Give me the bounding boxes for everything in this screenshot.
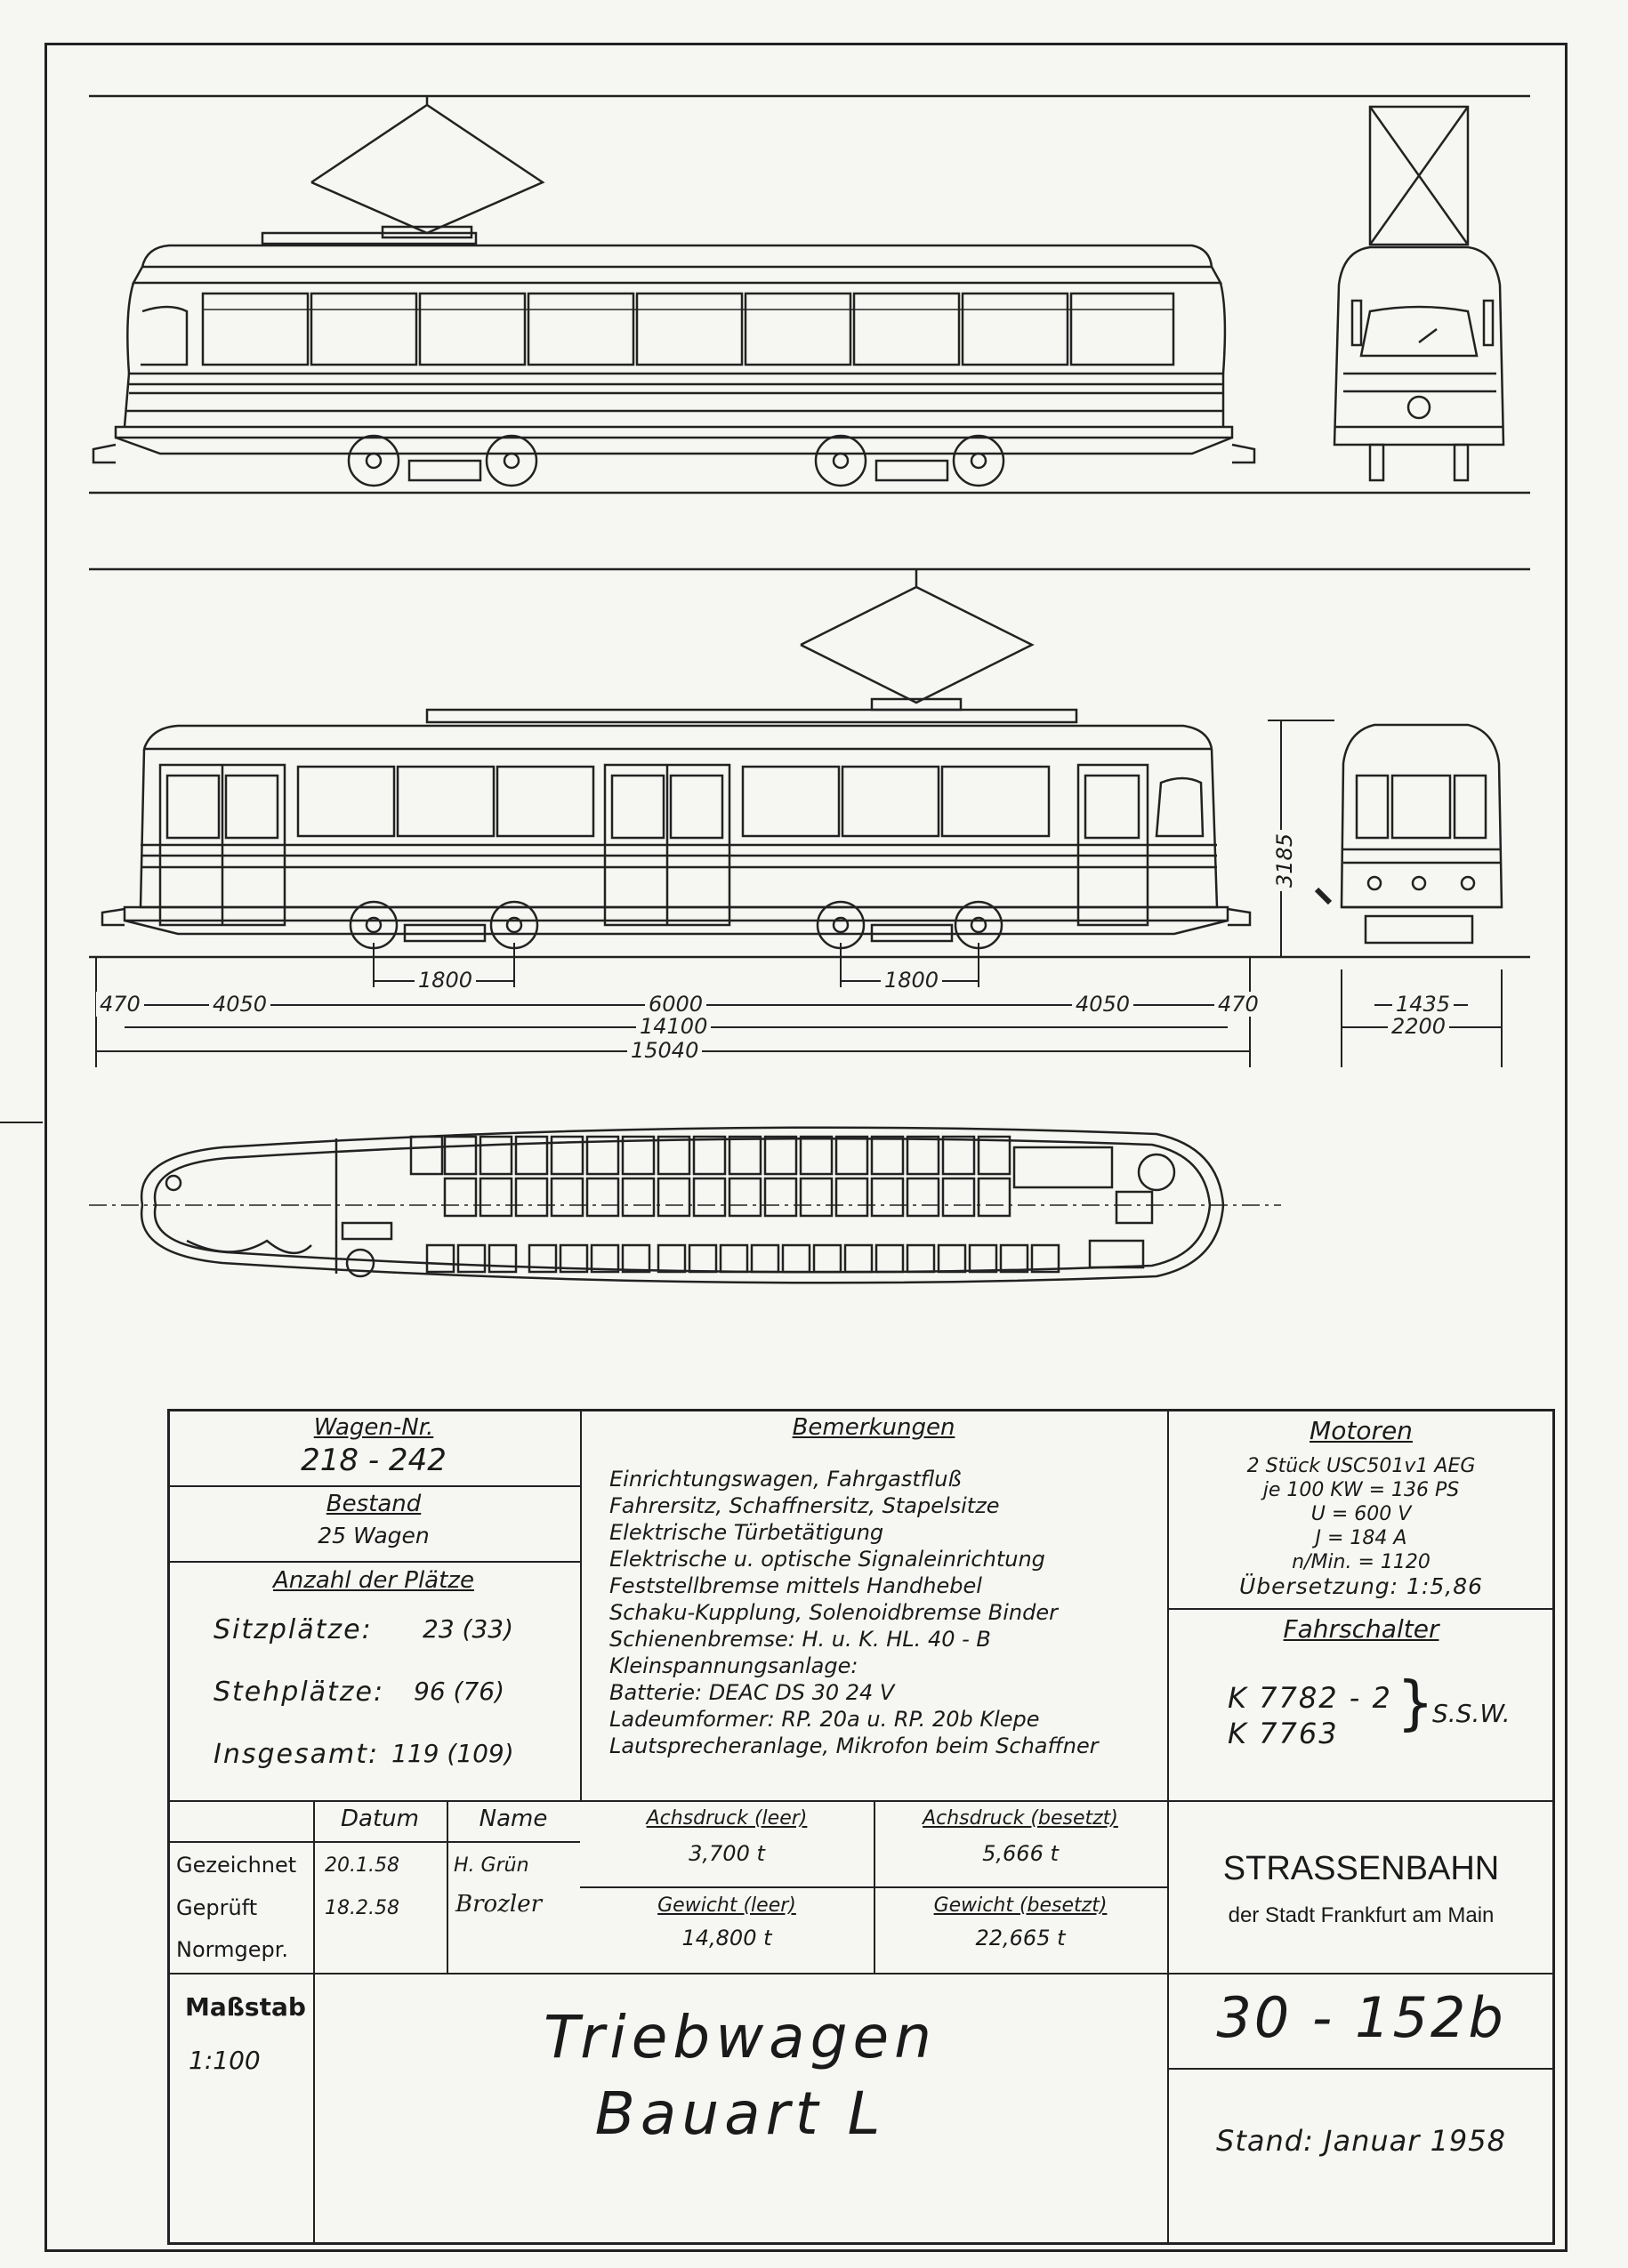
fahrschalter-1: K 7782 - 2 (1228, 1681, 1392, 1715)
bemerkung-line: Batterie: DEAC DS 30 24 V (609, 1680, 895, 1705)
drawing-title-line2: Bauart L (594, 2079, 886, 2148)
sitzplaetze-value: 23 (33) (423, 1614, 514, 1644)
divider (580, 1886, 1167, 1888)
bogie-centers: 6000 (645, 992, 707, 1017)
achsdruck-leer-value: 3,700 t (689, 1841, 765, 1866)
row-label-geprueft: Geprüft (176, 1895, 258, 1920)
bemerkung-line: Einrichtungswagen, Fahrgastfluß (609, 1467, 962, 1492)
geprueft-signature: Brozler (455, 1891, 543, 1918)
company-city: der Stadt Frankfurt am Main (1228, 1903, 1495, 1927)
bemerkung-line: Fahrersitz, Schaffnersitz, Stapelsitze (609, 1493, 1000, 1518)
stehplaetze-label: Stehplätze: (214, 1677, 385, 1708)
divider (167, 1485, 580, 1487)
motor-line: Übersetzung: 1:5,86 (1238, 1573, 1484, 1599)
col-datum: Datum (341, 1806, 419, 1832)
overhang-right: 4050 (1072, 992, 1134, 1017)
divider (1167, 2068, 1555, 2070)
overhang-left: 4050 (209, 992, 271, 1017)
insgesamt-label: Insgesamt: (214, 1739, 380, 1770)
row-label-normgepr: Normgepr. (176, 1937, 288, 1962)
company-name: STRASSENBAHN (1222, 1850, 1500, 1887)
divider (1167, 1409, 1169, 2245)
bemerkung-line: Lautsprecheranlage, Mikrofon beim Schaff… (609, 1733, 1099, 1758)
gewicht-leer-label: Gewicht (leer) (657, 1894, 796, 1917)
track-gauge: 1435 (1392, 992, 1455, 1017)
achsdruck-leer-label: Achsdruck (leer) (646, 1807, 808, 1830)
stand-date: Stand: Januar 1958 (1216, 2124, 1506, 2158)
motor-line: U = 600 V (1310, 1503, 1412, 1525)
bemerkungen-list: Einrichtungswagen, Fahrgastfluß Fahrersi… (609, 1466, 1161, 1759)
brace-glyph: } (1397, 1669, 1434, 1737)
bemerkung-line: Schaku-Kupplung, Solenoidbremse Binder (609, 1600, 1058, 1625)
wagen-nr-header: Wagen-Nr. (313, 1414, 434, 1441)
divider (447, 1800, 448, 1973)
wagen-nr-value: 218 - 242 (301, 1443, 447, 1478)
divider (167, 1561, 580, 1563)
fahrschalter-header: Fahrschalter (1283, 1614, 1439, 1644)
drawing-title-line1: Triebwagen (544, 2003, 937, 2071)
divider (313, 1800, 315, 1973)
gewicht-besetzt-value: 22,665 t (975, 1926, 1066, 1950)
height-dimension: 3185 (1272, 829, 1297, 891)
dimension-lines (95, 943, 1503, 1067)
bemerkung-line: Feststellbremse mittels Handhebel (609, 1573, 982, 1598)
motor-line: 2 Stück USC501v1 AEG (1246, 1455, 1476, 1477)
bestand-value: 25 Wagen (318, 1523, 430, 1548)
drawing-number: 30 - 152b (1216, 1985, 1506, 2050)
vehicle-width: 2200 (1388, 1014, 1450, 1039)
divider (167, 1973, 1555, 1974)
sitzplaetze-label: Sitzplätze: (214, 1614, 373, 1645)
fahrschalter-maker: S.S.W. (1432, 1699, 1511, 1728)
bemerkung-line: Kleinspannungsanlage: (609, 1653, 858, 1678)
geprueft-datum: 18.2.58 (325, 1897, 399, 1919)
plan-view (89, 1126, 1281, 1284)
bemerkung-line: Schienenbremse: H. u. K. HL. 40 - B (609, 1627, 991, 1652)
bogie-wheelbase-left: 1800 (415, 968, 477, 993)
end-length-left: 470 (96, 992, 144, 1017)
gezeichnet-datum: 20.1.58 (325, 1854, 399, 1877)
massstab-value: 1:100 (189, 2046, 261, 2075)
bestand-header: Bestand (326, 1491, 422, 1517)
bemerkung-line: Ladeumformer: RP. 20a u. RP. 20b Klepe (609, 1707, 1040, 1732)
row-label-gezeichnet: Gezeichnet (176, 1853, 297, 1878)
massstab-label: Maßstab (185, 1992, 306, 2022)
gezeichnet-name: H. Grün (454, 1854, 529, 1877)
achsdruck-besetzt-label: Achsdruck (besetzt) (923, 1807, 1118, 1830)
motoren-header: Motoren (1310, 1416, 1413, 1445)
end-length-right: 470 (1214, 992, 1262, 1017)
fahrschalter-2: K 7763 (1228, 1717, 1339, 1750)
side-elevation-2 (89, 567, 1530, 959)
achsdruck-besetzt-value: 5,666 t (982, 1841, 1059, 1866)
bogie-wheelbase-right: 1800 (881, 968, 943, 993)
divider (167, 1841, 580, 1843)
insgesamt-value: 119 (109) (391, 1739, 514, 1768)
motor-line: je 100 KW = 136 PS (1262, 1479, 1460, 1501)
gewicht-leer-value: 14,800 t (681, 1926, 772, 1950)
bemerkung-line: Elektrische u. optische Signaleinrichtun… (609, 1547, 1045, 1572)
col-name: Name (479, 1806, 548, 1832)
stehplaetze-value: 96 (76) (414, 1677, 505, 1706)
divider (1167, 1608, 1555, 1610)
body-length: 14100 (636, 1014, 712, 1039)
motor-line: n/Min. = 1120 (1292, 1551, 1431, 1573)
title-block (167, 1409, 1555, 2245)
side-elevation-1 (89, 94, 1530, 495)
bemerkungen-header: Bemerkungen (792, 1414, 955, 1441)
divider (580, 1409, 582, 1800)
motoren-list: 2 Stück USC501v1 AEG je 100 KW = 136 PS … (1167, 1454, 1555, 1598)
gewicht-besetzt-label: Gewicht (besetzt) (933, 1894, 1108, 1917)
plaetze-header: Anzahl der Plätze (273, 1567, 474, 1594)
bemerkung-line: Elektrische Türbetätigung (609, 1520, 884, 1545)
drawing-sheet-frame (44, 43, 1568, 2252)
motor-line: J = 184 A (1315, 1527, 1407, 1549)
tram-drawings (0, 94, 1530, 1284)
divider (313, 1973, 315, 2245)
total-length: 15040 (627, 1038, 703, 1063)
divider (167, 1800, 1555, 1802)
